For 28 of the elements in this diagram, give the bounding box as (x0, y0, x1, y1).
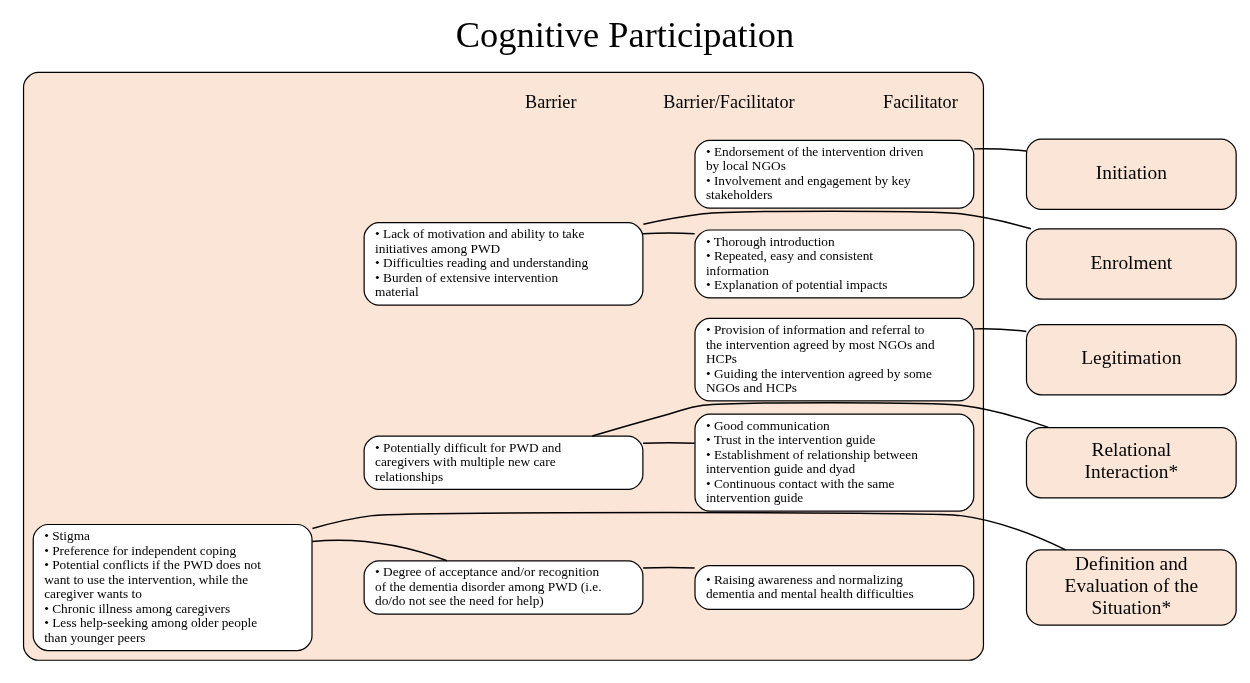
connector (642, 566, 696, 569)
node-box: Relational Interaction* (1025, 426, 1237, 499)
diagram-title: Cognitive Participation (455, 14, 795, 55)
node-box: • Good communication • Trust in the intervention guide • Establishment of relationship between intervention guide and dyad • Continuous contact with the same intervention guide (694, 413, 975, 512)
node-box: • Stigma • Preference for independent coping • Potential conflicts if the PWD does not want to use the intervention, while the caregiver wants to • Chronic illness among caregivers • Less help-seeking among older people than younger peers (32, 523, 313, 652)
connector (642, 442, 696, 444)
node-box: • Thorough introduction • Repeated, easy and consistent information • Explanation of potential impacts (694, 229, 975, 299)
node-box: Initiation (1025, 138, 1237, 210)
node-box: Legitimation (1025, 323, 1237, 396)
connector (311, 539, 448, 562)
node-box: • Degree of acceptance and/or recognition of the dementia disorder among PWD (i.e. do/do not see the need for help) (363, 560, 644, 615)
cluster (22, 71, 985, 661)
label: Barrier (525, 92, 577, 113)
label: Barrier/Facilitator (663, 92, 795, 113)
node-box: • Lack of motivation and ability to take initiatives among PWD • Difficulties reading and understanding • Burden of extensive intervention material (363, 222, 644, 306)
node-box: Enrolment (1025, 228, 1237, 300)
node-box: • Raising awareness and normalizing dementia and mental health difficulties (694, 565, 975, 610)
connector (642, 232, 696, 235)
label: Facilitator (883, 92, 958, 113)
connector (973, 328, 1028, 333)
node-box: • Potentially difficult for PWD and caregivers with multiple new care relationships (363, 435, 644, 490)
node-box: Definition and Evaluation of the Situation* (1025, 549, 1237, 626)
connector (311, 511, 1067, 551)
node-box: • Endorsement of the intervention driven by local NGOs • Involvement and engagement by key stakeholders (694, 139, 975, 209)
connector (642, 210, 1032, 230)
connector (591, 401, 1050, 437)
node-box: • Provision of information and referral to the intervention agreed by most NGOs and HCPs • Guiding the intervention agreed by some NGOs and HCPs (694, 317, 975, 402)
connector (973, 148, 1028, 152)
